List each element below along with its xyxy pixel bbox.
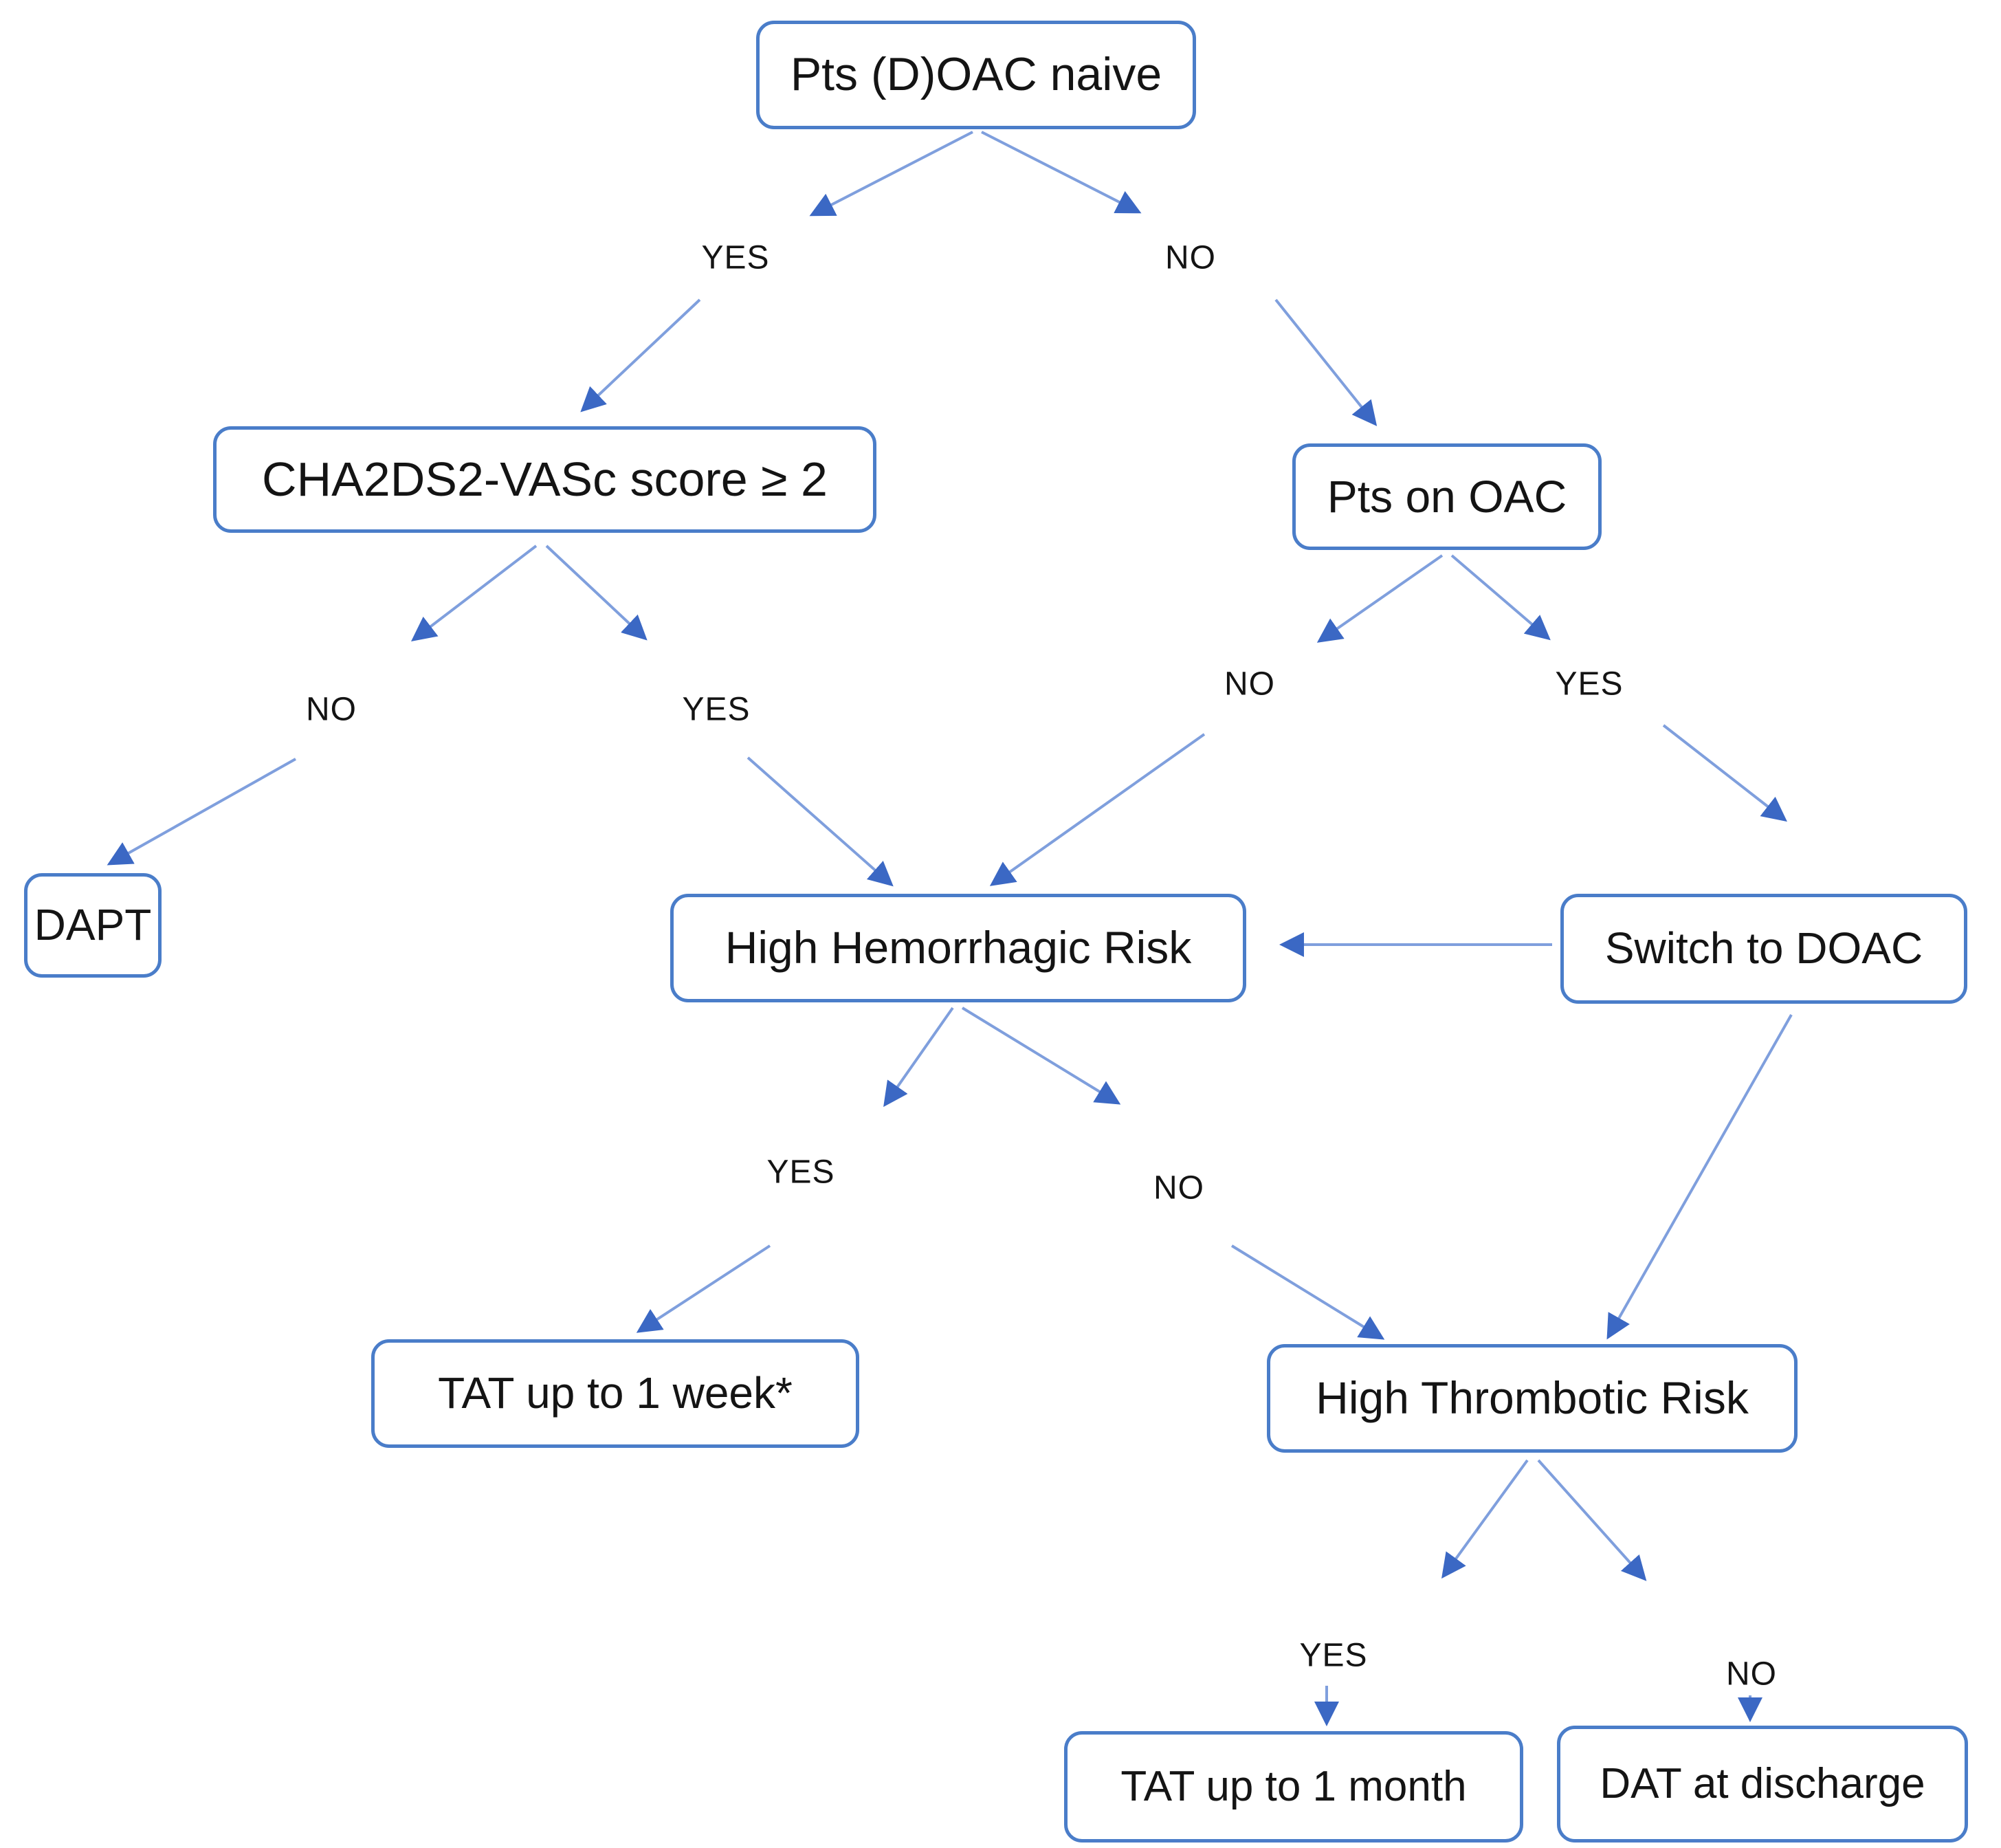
- arrow-hhr-yes-lower: [636, 1244, 771, 1333]
- node-pts-doac-naive: Pts (D)OAC naive: [756, 21, 1196, 129]
- node-pts-on-oac: Pts on OAC: [1292, 443, 1602, 550]
- arrow-cha-yes-upper: [545, 544, 648, 641]
- node-tat-up-to-1-week: TAT up to 1 week*: [371, 1339, 859, 1448]
- node-tat-up-to-1-month: TAT up to 1 month: [1064, 1731, 1523, 1842]
- node-dat-at-discharge-label: DAT at discharge: [1600, 1760, 1925, 1808]
- edge-label-hhr-no: NO: [1153, 1169, 1204, 1207]
- edge-label-cha-no: NO: [306, 691, 357, 728]
- arrow-hhr-no-upper: [961, 1006, 1121, 1105]
- arrow-hhr-yes-upper: [883, 1006, 954, 1108]
- arrow-cha-no-lower: [107, 758, 296, 866]
- node-pts-doac-naive-label: Pts (D)OAC naive: [790, 48, 1162, 101]
- node-switch-to-doac: Switch to DOAC: [1560, 894, 1967, 1004]
- node-high-thrombotic-risk-label: High Thrombotic Risk: [1316, 1372, 1749, 1424]
- node-switch-to-doac-label: Switch to DOAC: [1604, 923, 1923, 974]
- node-dapt: DAPT: [24, 873, 162, 978]
- arrow-cha-no-upper: [410, 544, 538, 642]
- arrow-oac-yes-upper: [1450, 554, 1551, 641]
- node-high-hemorrhagic-risk-label: High Hemorrhagic Risk: [725, 922, 1192, 974]
- arrow-oac-yes-lower: [1662, 724, 1787, 822]
- arrow-naive-yes-upper: [809, 131, 973, 217]
- arrow-hhr-no-lower: [1230, 1244, 1385, 1340]
- node-dapt-label: DAPT: [34, 900, 152, 950]
- edge-label-oac-yes: YES: [1555, 666, 1624, 703]
- arrow-htr-no-upper: [1537, 1459, 1647, 1581]
- arrow-naive-no-upper: [981, 131, 1142, 214]
- edge-label-oac-no: NO: [1224, 666, 1275, 703]
- node-dat-at-discharge: DAT at discharge: [1557, 1726, 1968, 1842]
- node-cha2ds2-vasc-score-label: CHA2DS2-VASc score ≥ 2: [262, 452, 828, 506]
- edge-label-naive-yes: YES: [701, 239, 770, 276]
- node-cha2ds2-vasc-score: CHA2DS2-VASc score ≥ 2: [213, 426, 876, 533]
- node-tat-up-to-1-week-label: TAT up to 1 week*: [438, 1368, 793, 1418]
- edge-label-htr-no: NO: [1726, 1656, 1777, 1693]
- arrow-naive-yes-lower: [580, 298, 701, 412]
- arrow-cha-yes-lower: [747, 756, 894, 887]
- edge-label-hhr-yes: YES: [766, 1154, 835, 1191]
- edge-label-htr-yes: YES: [1299, 1637, 1368, 1674]
- node-high-hemorrhagic-risk: High Hemorrhagic Risk: [670, 894, 1246, 1002]
- node-high-thrombotic-risk: High Thrombotic Risk: [1267, 1344, 1798, 1453]
- arrow-oac-no-upper: [1316, 554, 1444, 643]
- node-pts-on-oac-label: Pts on OAC: [1327, 470, 1567, 522]
- edge-label-cha-yes: YES: [682, 691, 751, 728]
- node-tat-up-to-1-month-label: TAT up to 1 month: [1120, 1763, 1467, 1811]
- edge-label-naive-no: NO: [1165, 239, 1216, 276]
- arrow-htr-yes-upper: [1441, 1459, 1529, 1579]
- arrow-switch-to-htr: [1606, 1014, 1793, 1340]
- arrow-oac-no-lower: [989, 733, 1206, 886]
- arrow-naive-no-lower: [1274, 298, 1378, 426]
